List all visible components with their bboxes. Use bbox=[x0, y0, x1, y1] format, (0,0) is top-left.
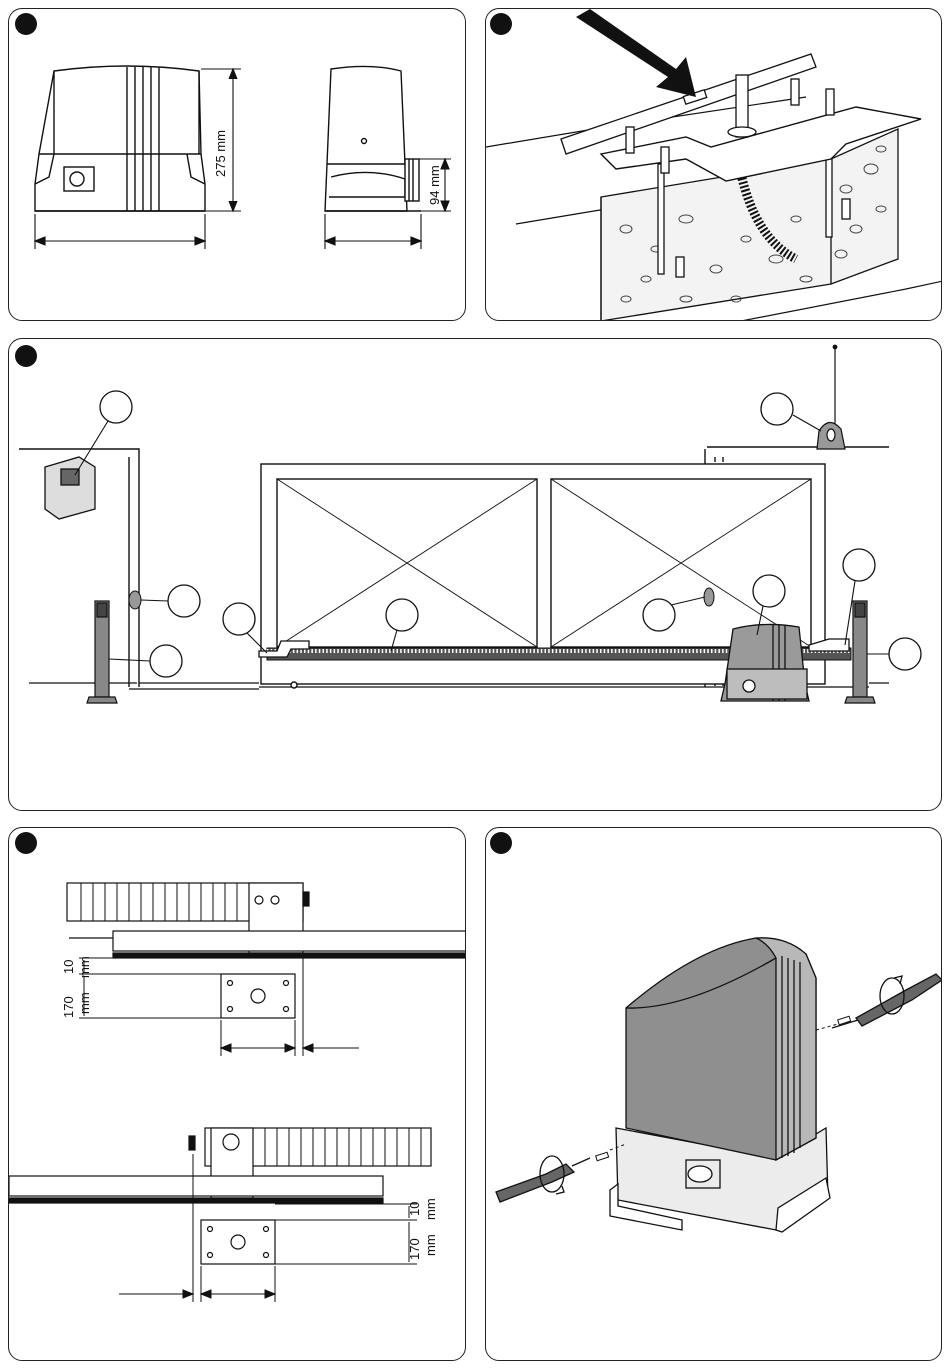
bottom-foundation-plate bbox=[201, 1220, 275, 1264]
direction-arrow bbox=[576, 9, 696, 97]
panel-foundation bbox=[485, 8, 942, 321]
motor-front-view bbox=[35, 66, 205, 211]
gate-motor bbox=[721, 624, 809, 701]
top-gap-value: 10 bbox=[61, 960, 76, 974]
left-wall-photocell bbox=[129, 591, 141, 609]
left-screw bbox=[596, 1152, 609, 1160]
top-plate-value: 170 bbox=[61, 996, 76, 1018]
top-gate-rack bbox=[67, 883, 466, 958]
panel-plate-position: 10 mm 170 mm bbox=[8, 827, 466, 1361]
flashing-lamp bbox=[817, 345, 845, 449]
front-width-dimension bbox=[35, 214, 205, 249]
panel-cover-removal bbox=[485, 827, 942, 1361]
top-dimensions bbox=[79, 954, 359, 1056]
key-selector bbox=[45, 457, 95, 519]
height-label: 275 mm bbox=[213, 130, 228, 177]
panel-gate-overview bbox=[8, 338, 942, 811]
gate-overview-drawing bbox=[9, 339, 942, 811]
side-width-dimension bbox=[325, 214, 421, 249]
left-screwdriver bbox=[496, 1156, 590, 1202]
bottom-gap-unit: mm bbox=[423, 1198, 438, 1220]
top-gap-unit: mm bbox=[77, 956, 92, 978]
panel-dimensions: 275 mm 94 mm bbox=[8, 8, 466, 321]
side-label: 94 mm bbox=[427, 165, 442, 205]
motor-side-view bbox=[325, 66, 421, 211]
bottom-gap-value: 10 bbox=[407, 1202, 422, 1216]
bottom-gate-rack bbox=[9, 1128, 431, 1203]
top-plate-unit: mm bbox=[77, 992, 92, 1014]
bottom-plate-value: 170 bbox=[407, 1238, 422, 1260]
right-wall-photocell bbox=[704, 588, 714, 606]
bottom-plate-unit: mm bbox=[423, 1234, 438, 1256]
cover-removal-drawing bbox=[486, 828, 942, 1361]
foundation-drawing bbox=[486, 9, 942, 321]
dimensions-drawing: 275 mm 94 mm bbox=[9, 9, 466, 321]
top-foundation-plate bbox=[221, 974, 295, 1018]
plate-position-drawing: 10 mm 170 mm bbox=[9, 828, 466, 1361]
motor-cover bbox=[626, 938, 816, 1160]
